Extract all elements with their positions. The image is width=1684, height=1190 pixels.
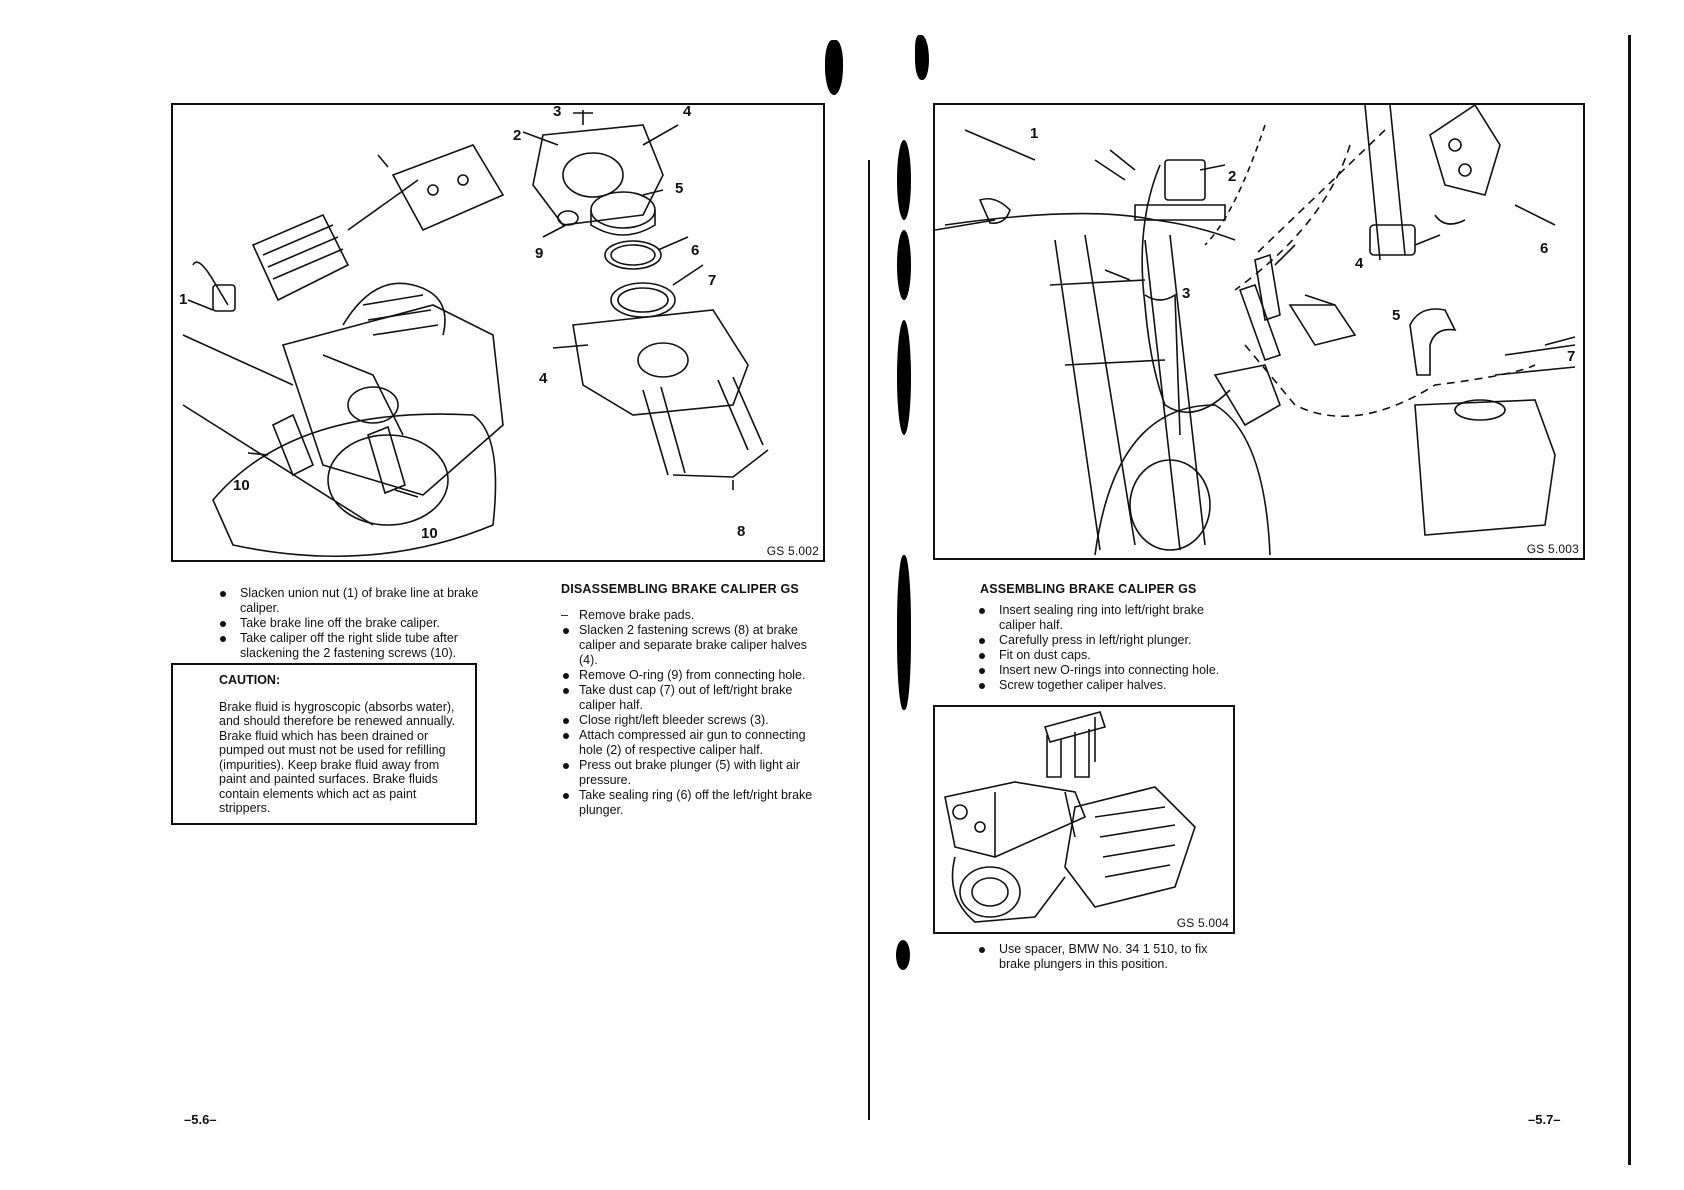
list-item: Slacken 2 fastening screws (8) at brake …	[561, 623, 816, 668]
list-item: Take brake line off the brake caliper.	[218, 616, 480, 631]
page-number-left: –5.6–	[184, 1112, 217, 1127]
callout-10-right: 10	[421, 525, 438, 542]
callout-7: 7	[1567, 348, 1576, 365]
scan-artifact	[825, 40, 843, 95]
callout-7: 7	[708, 272, 717, 289]
callout-6: 6	[1540, 240, 1549, 257]
assembly-heading: ASSEMBLING BRAKE CALIPER GS	[980, 582, 1197, 596]
callout-3: 3	[1182, 285, 1191, 302]
caution-title: CAUTION:	[219, 673, 281, 687]
list-item: Take caliper off the right slide tube af…	[218, 631, 480, 661]
list-item: Take dust cap (7) out of left/right brak…	[561, 683, 816, 713]
figure-gs-5-003: 1 2 3 4 5 6 7 GS 5.003	[933, 103, 1585, 560]
list-item: Fit on dust caps.	[977, 648, 1239, 663]
callout-2: 2	[1228, 168, 1237, 185]
figure-gs-5-004: GS 5.004	[933, 705, 1235, 934]
list-item: Screw together caliper halves.	[977, 678, 1239, 693]
scan-artifact	[897, 320, 911, 435]
callout-5: 5	[1392, 307, 1401, 324]
callout-6: 6	[691, 242, 700, 259]
figure-caption: GS 5.002	[766, 544, 819, 558]
list-item: Slacken union nut (1) of brake line at b…	[218, 586, 480, 616]
callout-9: 9	[535, 245, 544, 262]
assembly-steps-list: Insert sealing ring into left/right brak…	[977, 603, 1239, 693]
callout-4-bottom: 4	[539, 370, 548, 387]
spacer-step-list: Use spacer, BMW No. 34 1 510, to fix bra…	[977, 942, 1239, 972]
scan-artifact	[897, 555, 911, 710]
scan-artifact	[897, 230, 911, 300]
disassembly-steps-list: Remove brake pads. Slacken 2 fastening s…	[561, 608, 816, 818]
page-divider	[868, 160, 870, 1120]
callout-5: 5	[675, 180, 684, 197]
page-edge	[1628, 35, 1631, 1165]
list-item: Insert sealing ring into left/right brak…	[977, 603, 1239, 633]
disassembly-heading: DISASSEMBLING BRAKE CALIPER GS	[561, 582, 799, 596]
page-number-right: –5.7–	[1528, 1112, 1561, 1127]
list-item: Insert new O-rings into connecting hole.	[977, 663, 1239, 678]
list-item: Remove brake pads.	[561, 608, 816, 623]
callout-4-top: 4	[683, 103, 692, 120]
callout-4: 4	[1355, 255, 1364, 272]
figure-gs-5-002: 1 2 3 4 5 6 7 9 4 8 10 10 GS 5.002	[171, 103, 825, 562]
list-item: Close right/left bleeder screws (3).	[561, 713, 816, 728]
list-item: Press out brake plunger (5) with light a…	[561, 758, 816, 788]
caution-box: CAUTION: Brake fluid is hygroscopic (abs…	[171, 663, 477, 825]
motorcycle-brake-line-drawing	[935, 105, 1576, 556]
scan-artifact	[896, 940, 910, 970]
callout-1: 1	[1030, 125, 1039, 142]
list-item: Use spacer, BMW No. 34 1 510, to fix bra…	[977, 942, 1239, 972]
caution-text: Brake fluid is hygroscopic (absorbs wate…	[219, 699, 456, 816]
spacer-caliper-drawing	[944, 711, 1196, 923]
callout-2: 2	[513, 127, 522, 144]
list-item: Take sealing ring (6) off the left/right…	[561, 788, 816, 818]
callout-3: 3	[553, 103, 562, 120]
scan-artifact	[897, 140, 911, 220]
list-item: Remove O-ring (9) from connecting hole.	[561, 668, 816, 683]
figure-caption: GS 5.004	[1176, 916, 1229, 930]
callout-8: 8	[737, 523, 746, 540]
removal-steps-list: Slacken union nut (1) of brake line at b…	[218, 586, 480, 661]
list-item: Carefully press in left/right plunger.	[977, 633, 1239, 648]
caliper-exploded-drawing	[182, 110, 769, 558]
scan-artifact	[915, 35, 929, 80]
callout-1: 1	[179, 291, 188, 308]
list-item: Attach compressed air gun to connecting …	[561, 728, 816, 758]
figure-caption: GS 5.003	[1526, 542, 1579, 556]
callout-10-left: 10	[233, 477, 250, 494]
